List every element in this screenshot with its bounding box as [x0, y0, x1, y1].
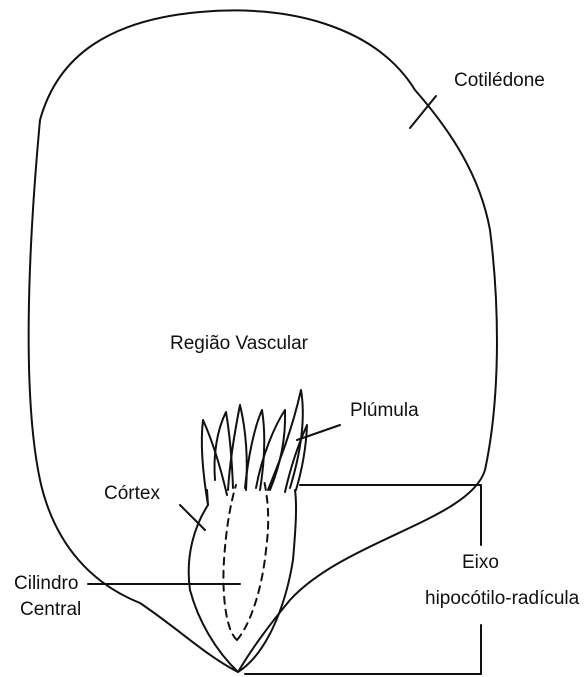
plumule-leaf — [245, 410, 264, 490]
hipocotilo-radicula-label: hipocótilo-radícula — [425, 588, 579, 610]
eixo-label: Eixo — [462, 552, 499, 574]
plumule-leaf — [214, 412, 233, 488]
embryo-axis-outline — [189, 490, 296, 672]
plumule-leaf — [256, 410, 285, 490]
cortex-label: Córtex — [104, 483, 160, 505]
plumula-label: Plúmula — [350, 400, 419, 422]
regiao-vascular-label: Região Vascular — [170, 333, 308, 355]
central-cylinder-outline — [223, 480, 268, 640]
axis-bracket — [245, 485, 481, 674]
central-label: Central — [20, 599, 81, 621]
cilindro-label: Cilindro — [14, 573, 78, 595]
cotiledone-label: Cotilédone — [454, 70, 545, 92]
